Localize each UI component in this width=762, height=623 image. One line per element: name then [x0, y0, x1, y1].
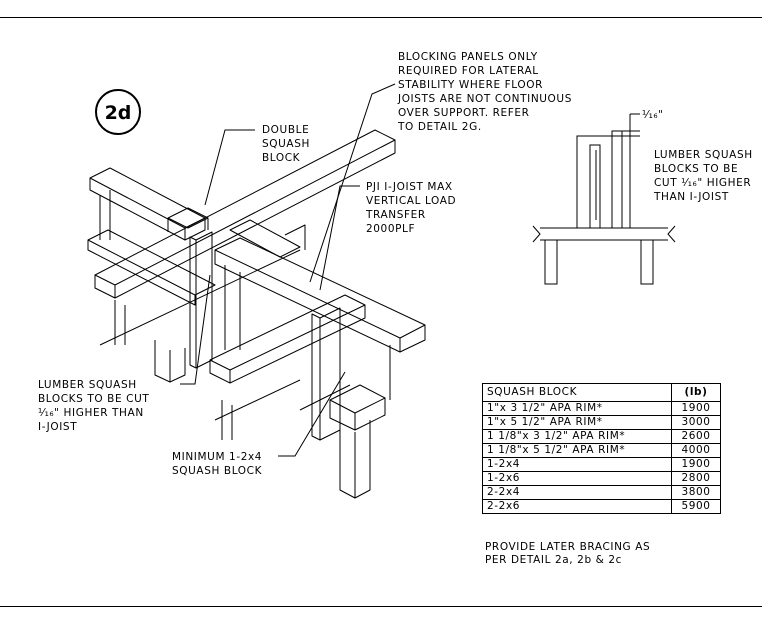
table-cell-value: 1900 — [671, 457, 721, 472]
table-cell-value: 4000 — [671, 443, 721, 458]
table-cell-block: 1"x 5 1/2" APA RIM* — [482, 415, 672, 430]
minimum-line: MINIMUM 1-2x4 — [172, 451, 262, 463]
lumber-right-line: CUT ⅟₁₆" HIGHER — [654, 177, 751, 189]
table-header-unit: (lb) — [671, 383, 721, 402]
blocking-note-line: REQUIRED FOR LATERAL — [398, 65, 539, 77]
bracing-note-line: PER DETAIL 2a, 2b & 2c — [485, 554, 623, 566]
table-cell-block: 1-2x4 — [482, 457, 672, 472]
minimum-note: MINIMUM 1-2x4 SQUASH BLOCK — [172, 451, 263, 477]
table-row: 1 1/8"x 5 1/2" APA RIM*4000 — [482, 443, 721, 458]
lumber-right-line: THAN I-JOIST — [653, 191, 729, 203]
pji-note-line: 2000PLF — [366, 223, 415, 235]
table-cell-value: 2600 — [671, 429, 721, 444]
section-detail — [532, 113, 676, 285]
lumber-left-note: LUMBER SQUASH BLOCKS TO BE CUT ⅟₁₆" HIGH… — [38, 379, 149, 433]
callout-text: BLOCKING PANELS ONLY REQUIRED FOR LATERA… — [38, 51, 753, 477]
blocking-note-line: STABILITY WHERE FLOOR — [398, 79, 543, 91]
double-squash-line: BLOCK — [262, 152, 301, 164]
table-cell-value: 3800 — [671, 485, 721, 500]
table-row: 1"x 3 1/2" APA RIM*1900 — [482, 401, 721, 416]
detail-badge-label: 2d — [105, 102, 132, 124]
leader-lumber-left — [180, 274, 211, 385]
dimension-label: ⅟₁₆" — [642, 109, 664, 121]
double-squash-line: DOUBLE — [262, 124, 309, 136]
lumber-left-line: BLOCKS TO BE CUT — [38, 393, 149, 405]
table-row: 1"x 5 1/2" APA RIM*3000 — [482, 415, 721, 430]
top-border-line — [0, 17, 762, 18]
table-cell-value: 1900 — [671, 401, 721, 416]
table-cell-block: 1 1/8"x 5 1/2" APA RIM* — [482, 443, 672, 458]
double-squash-label: DOUBLE SQUASH BLOCK — [262, 124, 310, 164]
isometric-joist-assembly — [87, 129, 426, 499]
table-cell-block: 2-2x4 — [482, 485, 672, 500]
pji-note: PJI I-JOIST MAX VERTICAL LOAD TRANSFER 2… — [365, 181, 456, 235]
pji-note-line: TRANSFER — [365, 209, 426, 221]
bracing-note-line: PROVIDE LATER BRACING AS — [485, 541, 651, 553]
pji-note-line: VERTICAL LOAD — [366, 195, 456, 207]
table-row: 1 1/8"x 3 1/2" APA RIM*2600 — [482, 429, 721, 444]
blocking-note-line: JOISTS ARE NOT CONTINUOUS — [397, 93, 572, 105]
lumber-left-line: LUMBER SQUASH — [38, 379, 137, 391]
bottom-border-line — [0, 606, 762, 607]
table-cell-value: 2800 — [671, 471, 721, 486]
lumber-left-line: ⅟₁₆" HIGHER THAN — [38, 407, 144, 419]
squash-block-table: SQUASH BLOCK (lb) 1"x 3 1/2" APA RIM*190… — [482, 383, 721, 514]
lumber-right-note: LUMBER SQUASH BLOCKS TO BE CUT ⅟₁₆" HIGH… — [653, 149, 753, 203]
table-header-block: SQUASH BLOCK — [482, 383, 672, 402]
minimum-line: SQUASH BLOCK — [172, 465, 263, 477]
lumber-left-line: I-JOIST — [38, 421, 77, 433]
lumber-right-line: BLOCKS TO BE — [654, 163, 738, 175]
blocking-note-line: TO DETAIL 2G. — [397, 121, 482, 133]
table-cell-value: 3000 — [671, 415, 721, 430]
table-cell-block: 1"x 3 1/2" APA RIM* — [482, 401, 672, 416]
leader-minimum — [278, 371, 346, 457]
lumber-right-line: LUMBER SQUASH — [654, 149, 753, 161]
table-cell-value: 5900 — [671, 499, 721, 514]
leader-blocking — [309, 83, 396, 283]
blocking-note: BLOCKING PANELS ONLY REQUIRED FOR LATERA… — [397, 51, 572, 133]
blocking-note-line: BLOCKING PANELS ONLY — [398, 51, 538, 63]
leader-double-squash — [204, 129, 255, 206]
leader-pji — [319, 185, 360, 291]
table-cell-block: 1-2x6 — [482, 471, 672, 486]
table-cell-block: 2-2x6 — [482, 499, 672, 514]
double-squash-line: SQUASH — [262, 138, 310, 150]
detail-badge: 2d — [95, 89, 141, 135]
pji-note-line: PJI I-JOIST MAX — [366, 181, 453, 193]
blocking-note-line: OVER SUPPORT. REFER — [398, 107, 529, 119]
table-cell-block: 1 1/8"x 3 1/2" APA RIM* — [482, 429, 672, 444]
leader-lines — [180, 83, 396, 457]
